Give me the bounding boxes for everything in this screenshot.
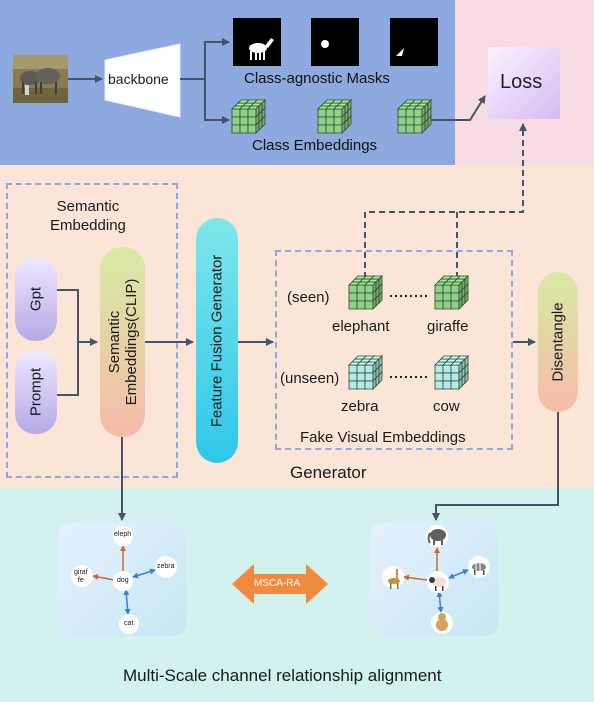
mask-zebra [233, 18, 281, 66]
giraffe-label: giraffe [427, 318, 469, 335]
graph-node-zebra-label: zebra [157, 563, 175, 570]
mask-dot [311, 18, 359, 66]
prompt-block: Prompt [15, 350, 57, 434]
masks-caption: Class-agnostic Masks [244, 70, 390, 87]
blob-icon [321, 40, 329, 48]
alignment-caption: Multi-Scale channel relationship alignme… [123, 666, 442, 685]
zebra-label: zebra [341, 398, 379, 415]
semantic-embedding-title: Semantic Embedding [50, 198, 126, 234]
graph-node-cat-label: cat [124, 620, 134, 627]
fusion-label: Feature Fusion Generator [208, 254, 226, 427]
clip-label: Semantic Embeddings(CLIP) [105, 278, 140, 406]
fake-visual-embeddings-group [275, 250, 513, 450]
unseen-label: (unseen) [280, 370, 340, 387]
gpt-block: Gpt [15, 257, 57, 341]
loss-label: Loss [500, 71, 543, 93]
feature-fusion-generator-block: Feature Fusion Generator [196, 218, 238, 463]
seen-label: (seen) [287, 289, 330, 306]
generator-label: Generator [290, 463, 367, 482]
backbone-label: backbone [108, 71, 169, 87]
embeddings-caption: Class Embeddings [252, 137, 378, 154]
graph-node-eleph-label: eleph [114, 531, 132, 538]
graph-node-dog-label: dog [117, 577, 129, 584]
semantic-embedding-group [6, 183, 178, 478]
msca-label: MSCA-RA [254, 578, 301, 589]
disentangle-label: Disentangle [549, 302, 567, 382]
clip-embeddings-block: Semantic Embeddings(CLIP) [100, 247, 145, 437]
visual-relation-graph [370, 523, 498, 636]
gpt-label: Gpt [27, 286, 45, 312]
elephant-label: elephant [332, 318, 390, 335]
graph-node-giraffe-label: giraf fe [74, 569, 88, 584]
zebra-silhouette-icon [249, 38, 274, 60]
shape-icon [396, 48, 404, 56]
cow-label: cow [433, 398, 460, 415]
loss-block [488, 47, 560, 119]
mask-corner [390, 18, 438, 66]
fake-embeddings-caption: Fake Visual Embeddings [300, 429, 466, 446]
prompt-label: Prompt [27, 367, 45, 417]
disentangle-block: Disentangle [538, 272, 578, 412]
